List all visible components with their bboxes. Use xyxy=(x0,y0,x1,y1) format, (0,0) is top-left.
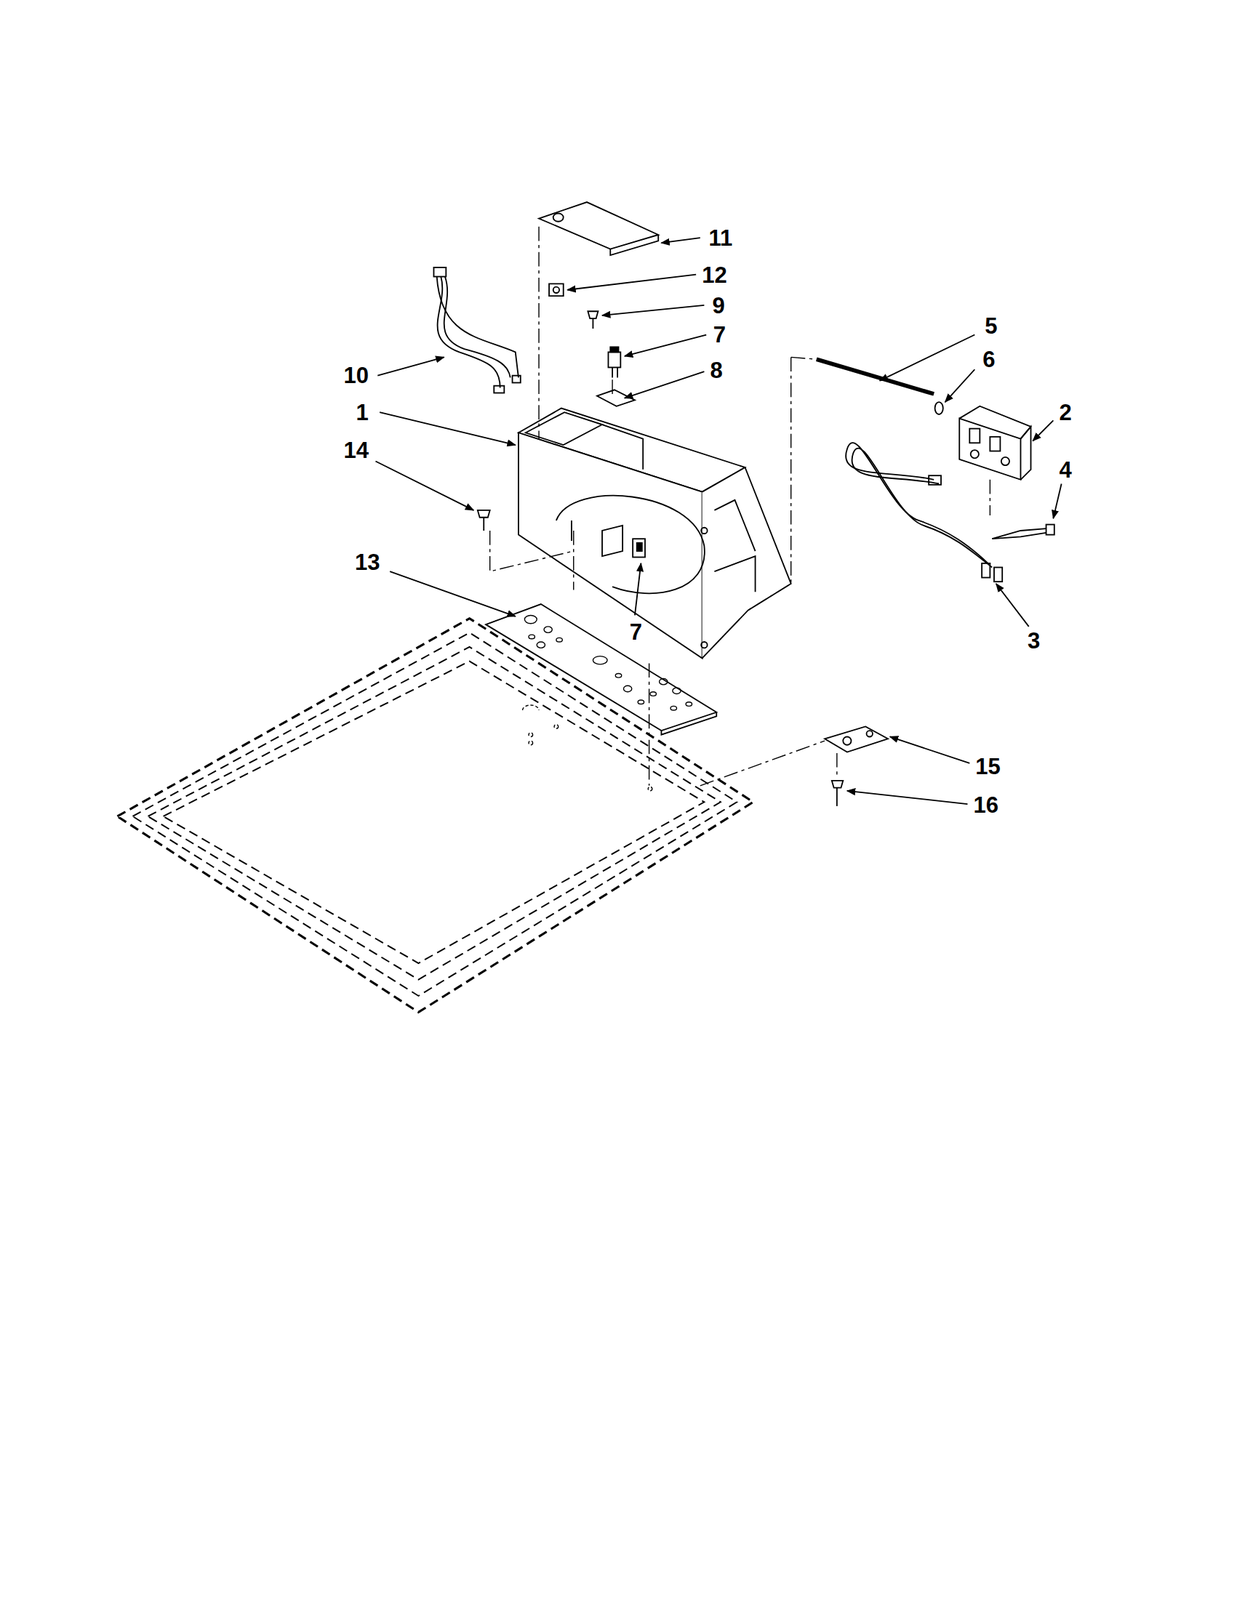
callout-number: 6 xyxy=(982,348,995,371)
callout-number: 7 xyxy=(629,620,643,643)
callout-number: 11 xyxy=(708,226,733,250)
callout-number: 5 xyxy=(984,314,998,337)
callout-number: 14 xyxy=(343,438,369,462)
callout-number: 3 xyxy=(1027,629,1040,653)
callout-number: 2 xyxy=(1059,401,1072,424)
callout-number: 16 xyxy=(973,794,998,817)
callout-number: 1 xyxy=(356,401,369,424)
callout-number: 7 xyxy=(713,323,726,347)
callout-number: 4 xyxy=(1059,458,1072,481)
callout-number: 13 xyxy=(354,551,380,574)
callout-number: 15 xyxy=(975,755,1000,779)
callout-number: 8 xyxy=(710,359,723,382)
callout-number: 10 xyxy=(343,364,369,387)
callout-number: 12 xyxy=(701,263,727,286)
callout-number: 9 xyxy=(711,293,725,317)
